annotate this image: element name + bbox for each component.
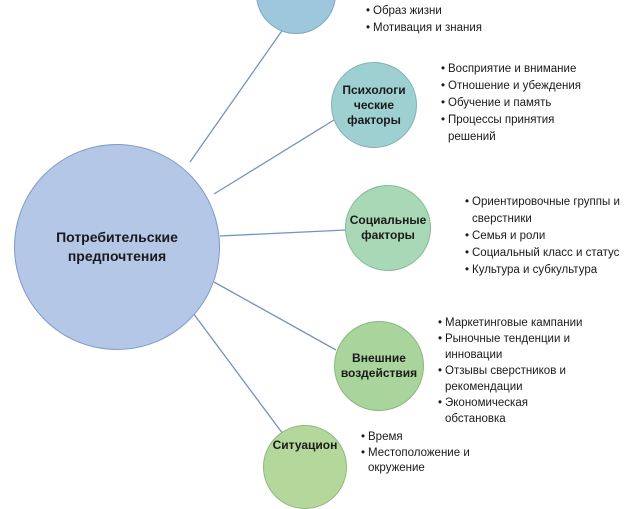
node-situational-label: Ситуацион: [272, 437, 338, 452]
ext-label-line1: Внешние: [352, 351, 406, 365]
center-node-label: Потребительские предпочтения: [56, 228, 178, 266]
situational-items-list: Время Местоположение и окружение: [361, 430, 541, 477]
top-items-list: Образ жизни Мотивация и знания: [366, 3, 546, 37]
list-item: Местоположение и окружение: [361, 446, 508, 477]
connector-top: [189, 24, 287, 163]
psy-label-line2: ческие: [353, 97, 395, 112]
list-item: Обучение и память: [441, 95, 631, 112]
node-psychological-factors: Психологи ческие факторы: [331, 62, 417, 148]
node-external-label: Внешние воздействия: [335, 351, 423, 381]
connector-social: [219, 229, 347, 237]
list-item: Культура и субкультура: [465, 262, 637, 279]
center-node: Потребительские предпочтения: [14, 144, 220, 350]
connector-external: [213, 281, 337, 351]
node-psychological-label: Психологи ческие факторы: [336, 83, 411, 128]
list-item: Отношение и убеждения: [441, 78, 631, 95]
psy-label-line3: факторы: [347, 112, 401, 127]
node-external-influences: Внешние воздействия: [334, 321, 424, 411]
psy-label-line1: Психологи: [342, 82, 406, 97]
ext-label-line2: воздействия: [340, 366, 418, 380]
psychological-items-list: Восприятие и внимание Отношение и убежде…: [441, 61, 631, 146]
soc-label-line2: факторы: [361, 228, 415, 242]
connector-lines: [189, 24, 347, 435]
node-social-label: Социальные факторы: [344, 213, 433, 243]
list-item: Отзывы сверстников и рекомендации: [438, 363, 610, 395]
list-item: Маркетинговые кампании: [438, 315, 618, 331]
social-items-list: Ориентировочные группы и сверстники Семь…: [465, 194, 637, 279]
list-item: Рыночные тенденции и инновации: [438, 331, 605, 363]
external-items-list: Маркетинговые кампании Рыночные тенденци…: [438, 315, 618, 427]
list-item: Ориентировочные группы и сверстники: [465, 194, 632, 228]
list-item: Семья и роли: [465, 228, 637, 245]
node-situational: Ситуацион: [263, 425, 347, 509]
connector-situational: [192, 312, 284, 435]
list-item: Образ жизни: [366, 3, 546, 20]
connector-psychological: [213, 119, 335, 195]
list-item: Мотивация и знания: [366, 20, 546, 37]
list-item: Время: [361, 430, 541, 446]
soc-label-line1: Социальные: [349, 213, 427, 227]
center-label-line2: предпочтения: [67, 248, 167, 264]
list-item: Социальный класс и статус: [465, 245, 637, 262]
node-social-factors: Социальные факторы: [345, 185, 431, 271]
list-item: Восприятие и внимание: [441, 61, 631, 78]
list-item: Процессы принятия решений: [441, 112, 598, 146]
list-item: Экономическая обстановка: [438, 395, 565, 427]
center-label-line1: Потребительские: [56, 229, 178, 245]
